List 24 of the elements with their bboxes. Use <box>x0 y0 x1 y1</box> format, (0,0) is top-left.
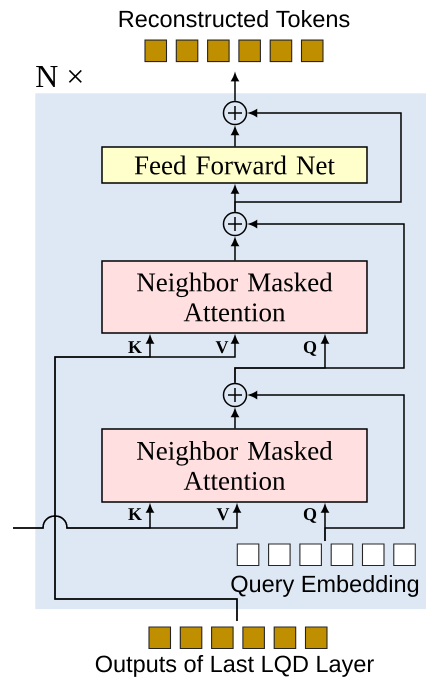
layer-box: Feed Forward Net <box>101 146 368 184</box>
edge-label: K <box>128 508 142 520</box>
edge-label: K <box>128 340 142 354</box>
arrow <box>234 336 329 383</box>
arrow <box>13 504 241 529</box>
row-caption: Query Embedding <box>231 574 418 597</box>
arrow <box>231 127 239 146</box>
arrow <box>321 504 329 541</box>
edge-label: V <box>215 340 229 354</box>
layer-box: Neighbor Masked Attention <box>101 260 368 334</box>
row-caption: Reconstructed Tokens <box>120 10 350 28</box>
edge-label: Q <box>302 340 318 356</box>
edge-label: Q <box>302 508 318 524</box>
arrow <box>231 238 239 260</box>
plus-circle <box>222 100 248 126</box>
row-caption: Outputs of Last LQD Layer <box>96 655 374 677</box>
arrow <box>231 73 239 101</box>
edge-label: V <box>216 508 230 521</box>
repeat-label: N × <box>36 66 82 88</box>
plus-circle <box>222 212 248 236</box>
arrow <box>231 409 239 428</box>
plus-circle <box>222 382 248 408</box>
layer-box: Neighbor Masked Attention <box>101 428 368 503</box>
arrow <box>231 186 239 212</box>
